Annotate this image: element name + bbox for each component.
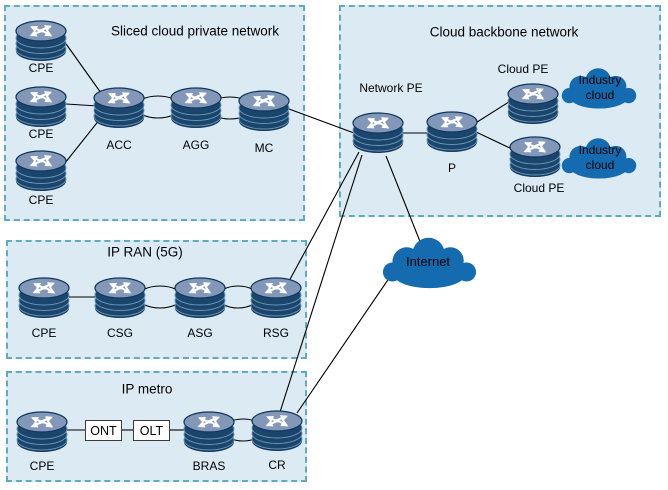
router-asg [174, 275, 226, 319]
link-cpe1-acc [63, 40, 107, 101]
internet-cloud-label: Internet [405, 253, 451, 269]
group-box-cloud-backbone-network [339, 5, 661, 217]
label-network-pe: Network PE [359, 81, 423, 95]
label-ipran-cpe: CPE [31, 326, 57, 340]
link-networkpe-rsg [287, 151, 360, 284]
box-title-sliced: Sliced cloud private network [110, 23, 280, 39]
router-sliced-cpe2 [15, 84, 67, 128]
router-icon [426, 109, 478, 153]
label-acc: ACC [106, 138, 132, 152]
link-internet-cr [296, 267, 397, 414]
router-bras [183, 409, 235, 453]
router-icon [250, 275, 302, 319]
router-icon [251, 408, 303, 452]
router-icon [93, 85, 145, 129]
link-p-cloudpe-bottom [473, 130, 515, 151]
label-bras: BRAS [192, 459, 226, 473]
router-icon [509, 134, 561, 178]
router-cr [251, 408, 303, 452]
router-csg [94, 275, 146, 319]
ont-box: ONT [85, 420, 122, 441]
router-icon [352, 110, 404, 154]
router-icon [15, 84, 67, 128]
router-ipmetro-cpe [16, 409, 68, 453]
label-cr: CR [268, 458, 286, 472]
link-networkpe-internet [385, 155, 422, 245]
label-agg: AGG [182, 138, 210, 152]
label-sliced-cpe3: CPE [28, 193, 54, 207]
box-title-ipmetro: IP metro [121, 381, 173, 397]
router-cloud-pe-bottom [509, 134, 561, 178]
router-agg [170, 85, 222, 129]
industry-cloud-bottom-label: Industry cloud [578, 143, 622, 172]
router-icon [18, 275, 70, 319]
link-p-cloudpe-top [473, 99, 513, 125]
label-sliced-cpe2: CPE [28, 127, 54, 141]
box-title-ipran: IP RAN (5G) [107, 244, 183, 260]
router-p [426, 109, 478, 153]
link-cpe2-acc [65, 103, 99, 107]
router-icon [183, 409, 235, 453]
label-csg: CSG [106, 326, 134, 340]
label-mc: MC [254, 141, 274, 155]
router-icon [174, 275, 226, 319]
router-icon [94, 275, 146, 319]
label-p: P [447, 161, 457, 175]
router-cloud-pe-top [507, 81, 559, 125]
olt-box: OLT [133, 420, 170, 441]
label-ipmetro-cpe: CPE [29, 459, 55, 473]
router-icon [15, 18, 67, 62]
router-icon [238, 88, 290, 132]
label-sliced-cpe1: CPE [28, 61, 54, 75]
label-rsg: RSG [262, 326, 290, 340]
router-icon [16, 409, 68, 453]
router-network-pe [352, 110, 404, 154]
router-ipran-cpe [18, 275, 70, 319]
industry-cloud-top-label: Industry cloud [578, 73, 622, 102]
label-asg: ASG [187, 326, 213, 340]
router-icon [170, 85, 222, 129]
router-sliced-cpe3 [15, 148, 67, 192]
router-icon [507, 81, 559, 125]
box-title-backbone: Cloud backbone network [429, 24, 579, 40]
router-mc [238, 88, 290, 132]
label-cloud-pe-top: Cloud PE [497, 62, 549, 76]
link-mc-networkpe [288, 108, 355, 134]
router-acc [93, 85, 145, 129]
link-networkpe-cr [279, 154, 363, 413]
router-rsg [250, 275, 302, 319]
router-sliced-cpe1 [15, 18, 67, 62]
label-cloud-pe-bottom: Cloud PE [513, 181, 565, 195]
router-icon [15, 148, 67, 192]
